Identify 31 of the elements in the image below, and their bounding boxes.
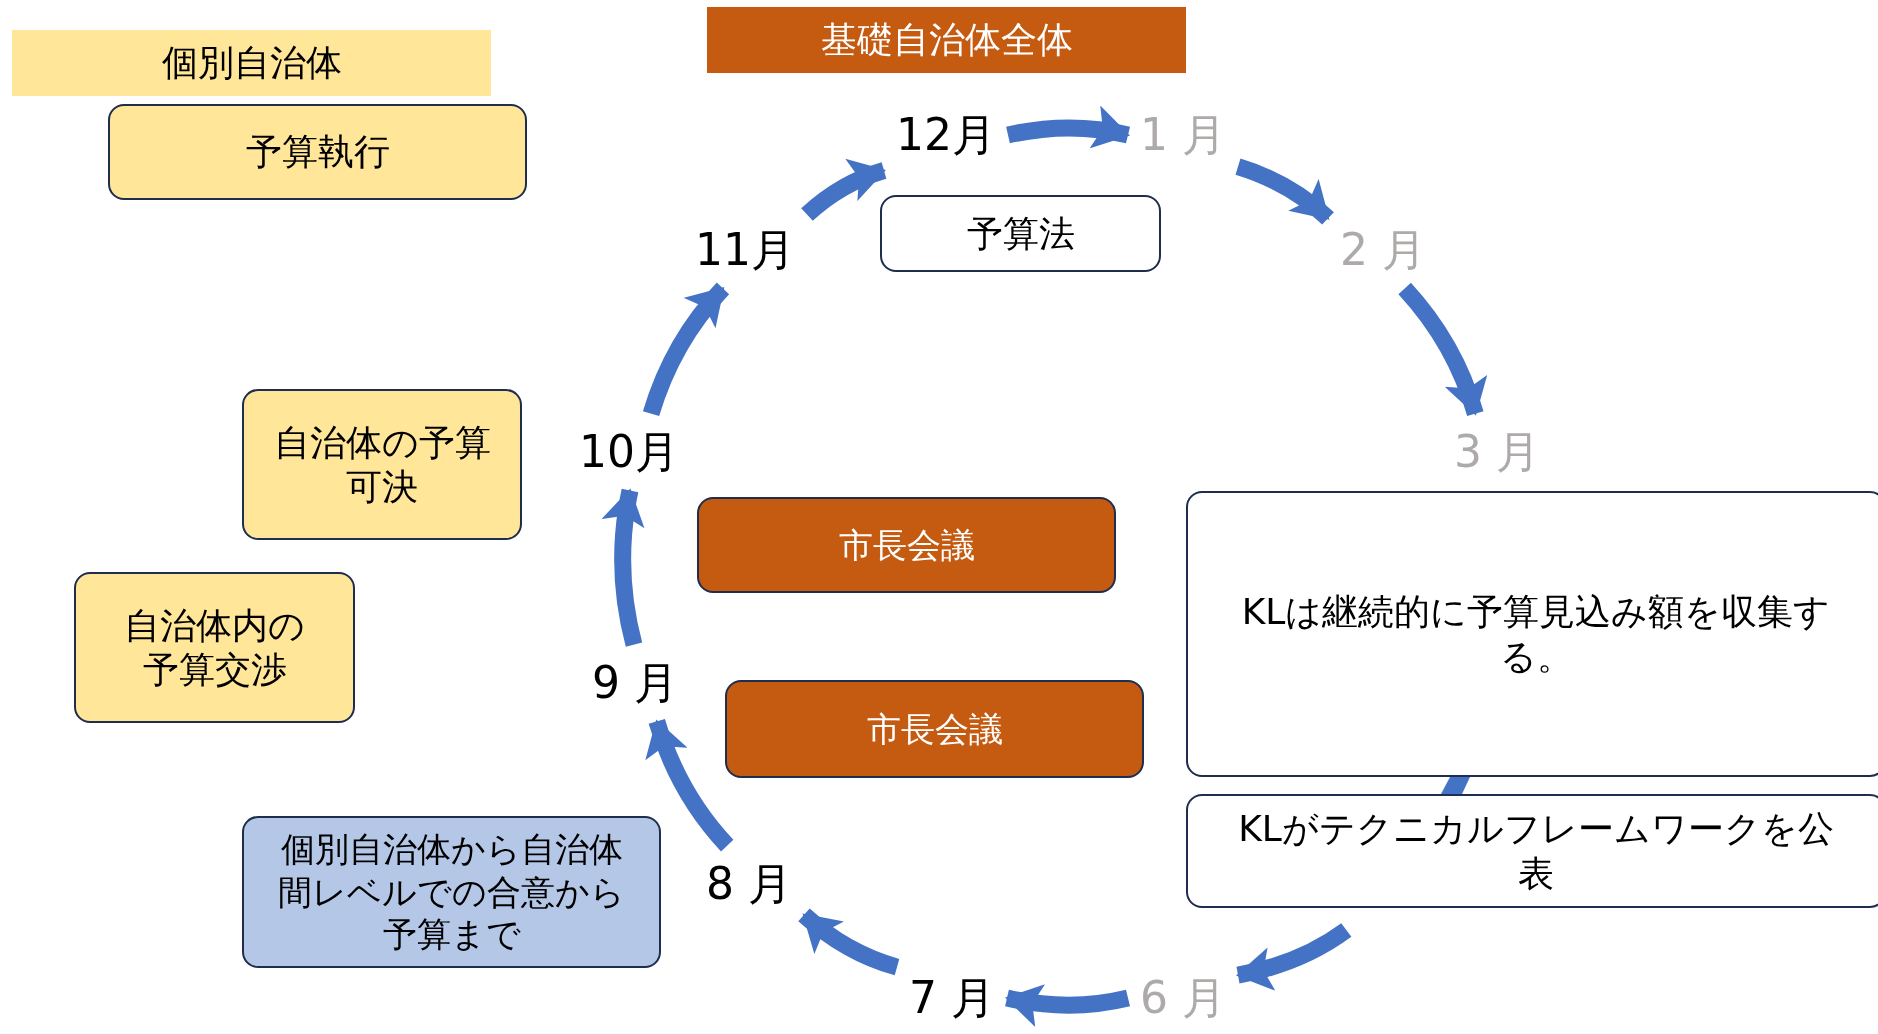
arrow (1236, 923, 1352, 991)
month-label: 12月 (896, 108, 996, 162)
process-box: 自治体内の予算交渉 (74, 572, 355, 723)
process-box: KLがテクニカルフレームワークを公表 (1186, 794, 1878, 908)
header-band: 基礎自治体全体 (707, 7, 1186, 73)
header-band: 個別自治体 (12, 30, 491, 96)
process-box: KLは継続的に予算見込み額を収集する。 (1186, 491, 1878, 777)
arrow (1006, 106, 1130, 149)
process-box: 自治体の予算可決 (242, 389, 522, 540)
month-label: 1 月 (1140, 108, 1226, 162)
arrow (601, 488, 646, 647)
process-box: 市長会議 (725, 680, 1144, 778)
month-label: 8 月 (706, 857, 792, 911)
process-box: 市長会議 (697, 497, 1116, 593)
arrow (1235, 158, 1334, 225)
month-label: 3 月 (1454, 425, 1540, 479)
arrow (1398, 282, 1487, 417)
arrow (646, 718, 734, 852)
arrow (798, 908, 900, 976)
process-box: 予算法 (880, 195, 1161, 272)
process-box: 個別自治体から自治体間レベルでの合意から予算まで (242, 816, 661, 968)
arrow (1005, 983, 1130, 1027)
arrow (642, 282, 730, 417)
month-label: 10月 (579, 425, 679, 479)
month-label: 7 月 (909, 971, 995, 1025)
month-label: 6 月 (1140, 971, 1226, 1025)
month-label: 11月 (695, 223, 795, 277)
month-label: 2 月 (1340, 223, 1426, 277)
process-box: 予算執行 (108, 104, 527, 200)
arrow (801, 159, 887, 221)
month-label: 9 月 (592, 656, 678, 710)
